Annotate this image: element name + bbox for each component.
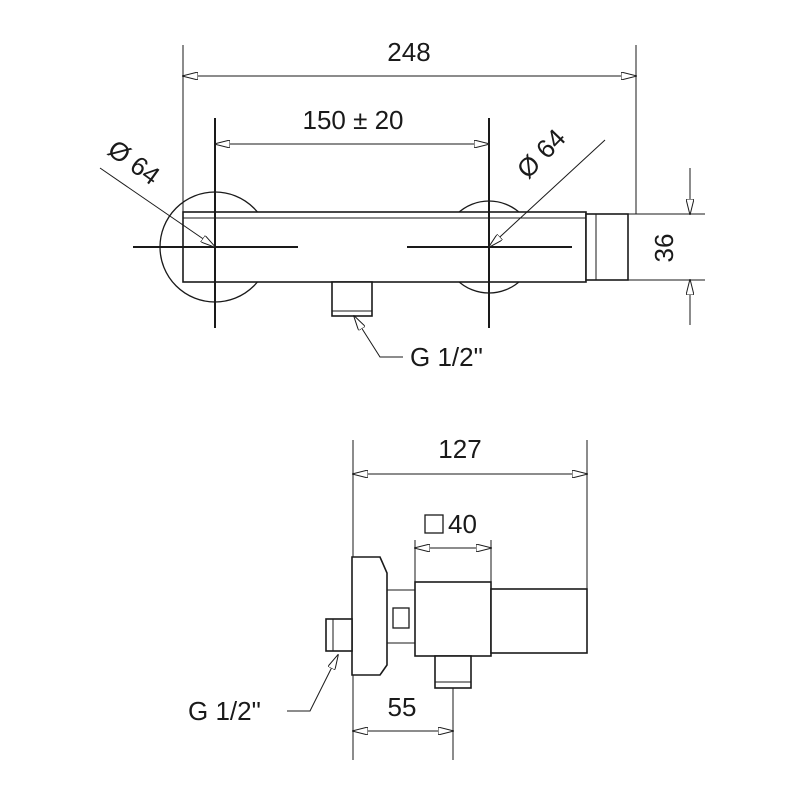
square-symbol-icon: [424, 514, 444, 534]
dim-center-distance: 150 ± 20: [302, 105, 403, 135]
end-cap: [585, 213, 629, 281]
handle-section: [490, 588, 588, 654]
front-view: 248 150 ± 20 36 Ø 64 Ø 64 G 1/2": [99, 37, 705, 372]
label-inlet-thread-front: G 1/2": [410, 342, 483, 372]
square-body: [414, 581, 492, 657]
wall-escutcheon: [351, 556, 388, 676]
dim-body-height: 36: [649, 234, 679, 263]
outlet-stub: [434, 655, 472, 689]
dim-depth: 127: [438, 434, 481, 464]
dim-right-rosette-diameter: Ø 64: [511, 123, 572, 184]
label-inlet-thread-side: G 1/2": [188, 696, 261, 726]
dim-left-rosette-diameter: Ø 64: [102, 134, 165, 191]
dim-overall-width: 248: [387, 37, 430, 67]
inlet-stub: [331, 281, 373, 317]
dim-outlet-offset: 55: [388, 692, 417, 722]
dim-square-size: 40: [448, 509, 477, 539]
wall-inlet: [325, 618, 353, 652]
side-view: 127 40 55 G 1/2": [188, 434, 587, 760]
